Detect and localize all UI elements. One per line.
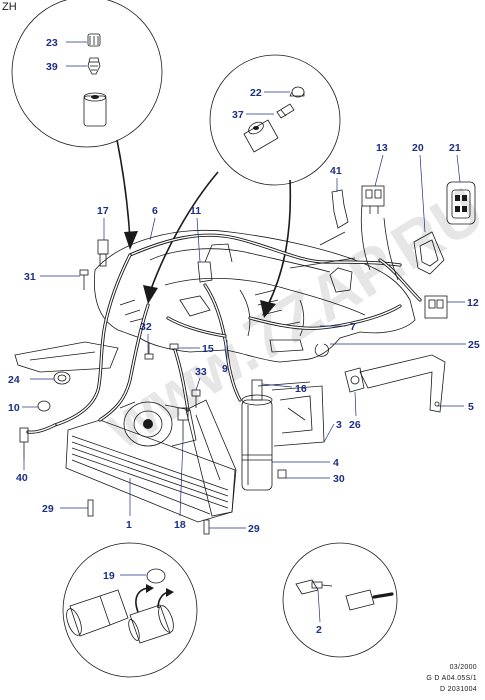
callout-1: 1 [126, 519, 132, 531]
engine-bay-sketch [14, 229, 446, 523]
detail-circle-top-center [209, 54, 341, 186]
callout-22: 22 [250, 87, 262, 99]
callout-23: 23 [46, 37, 58, 49]
callout-2: 2 [316, 624, 322, 636]
detail-circle-top-left [11, 0, 163, 148]
detail-circle-bottom-left [62, 542, 198, 678]
callout-10: 10 [8, 402, 20, 414]
callout-40: 40 [16, 472, 28, 484]
callout-12: 12 [467, 297, 479, 309]
callout-24: 24 [8, 374, 20, 386]
callouts: 23 39 22 37 17 6 11 13 20 21 41 31 12 32… [8, 37, 480, 636]
callout-5: 5 [468, 401, 474, 413]
callout-3: 3 [336, 419, 342, 431]
callout-25: 25 [468, 339, 480, 351]
callout-9: 9 [222, 363, 228, 375]
callout-19: 19 [103, 570, 115, 582]
callout-33: 33 [195, 366, 207, 378]
callout-4: 4 [333, 457, 339, 469]
callout-29b: 29 [248, 523, 260, 535]
footer-code: G D A04.05S/1 [426, 675, 477, 682]
callout-41: 41 [330, 165, 342, 177]
callout-37: 37 [232, 109, 244, 121]
callout-7: 7 [350, 321, 356, 333]
callout-17: 17 [97, 205, 109, 217]
callout-16: 16 [295, 383, 307, 395]
callout-18: 18 [174, 519, 186, 531]
diagram-corner-label: ZH [2, 1, 17, 13]
callout-13: 13 [376, 142, 388, 154]
callout-21: 21 [449, 142, 461, 154]
callout-30: 30 [333, 473, 345, 485]
callout-26: 26 [349, 419, 361, 431]
small-parts [19, 181, 476, 535]
footer-date: 03/2000 [449, 664, 477, 671]
callout-32: 32 [140, 321, 152, 333]
callout-6: 6 [152, 205, 158, 217]
detail-circle-bottom-right [282, 542, 398, 658]
leader-lines [22, 154, 466, 529]
footer-ref: D 2031004 [440, 686, 477, 693]
callout-31: 31 [24, 271, 36, 283]
callout-15: 15 [202, 343, 214, 355]
refrigerant-lines [26, 204, 422, 434]
callout-29a: 29 [42, 503, 54, 515]
callout-39: 39 [46, 61, 58, 73]
callout-11: 11 [190, 205, 201, 217]
callout-20: 20 [412, 142, 424, 154]
